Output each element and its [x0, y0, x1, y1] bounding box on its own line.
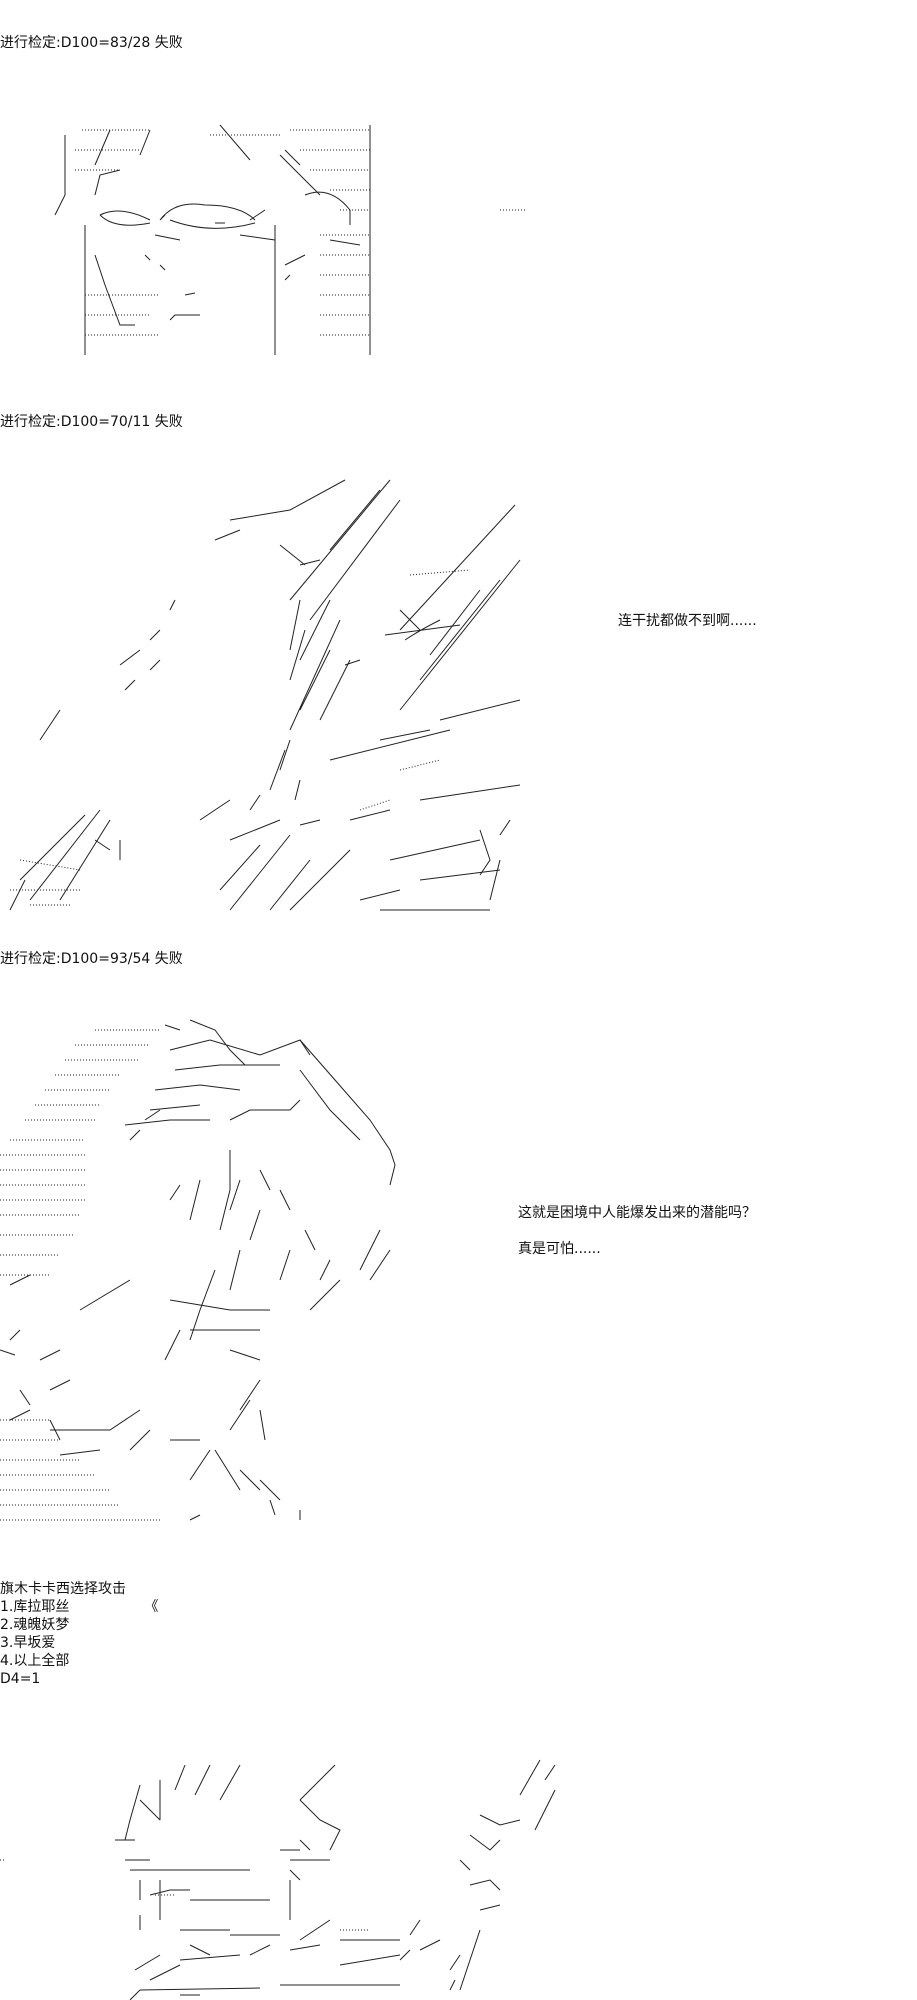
- dialogue-line-2: 这就是困境中人能爆发出来的潜能吗？: [518, 1205, 756, 1221]
- attack-choice-block: 旗木卡卡西选择攻击 1.库拉耶丝《 2.魂魄妖梦 3.早坂爱 4.以上全部 D4…: [0, 1580, 158, 1688]
- choice-result: D4=1: [0, 1671, 41, 1687]
- choice-mark: 《: [144, 1599, 159, 1615]
- dialogue-line-1: 连干扰都做不到啊......: [618, 613, 757, 629]
- ascii-art-glasses-face: [54, 124, 525, 355]
- choice-title: 旗木卡卡西选择攻击: [0, 1581, 126, 1597]
- ascii-art-hooded-figure: [0, 1019, 396, 1521]
- choice-option-2: 2.魂魄妖梦: [0, 1617, 70, 1633]
- choice-option-1: 1.库拉耶丝《: [0, 1599, 159, 1615]
- dice-check-1: 进行检定:D100=83/28 失败: [0, 35, 183, 51]
- choice-option-4: 4.以上全部: [0, 1653, 70, 1669]
- dice-check-3: 进行检定:D100=93/54 失败: [0, 951, 183, 967]
- dialogue-line-3: 真是可怕......: [518, 1241, 601, 1257]
- dice-check-2: 进行检定:D100=70/11 失败: [0, 414, 183, 430]
- ascii-art-streak-lines: [9, 479, 521, 911]
- ascii-art-character-closeup: [0, 1759, 556, 2000]
- choice-option-3: 3.早坂爱: [0, 1635, 56, 1651]
